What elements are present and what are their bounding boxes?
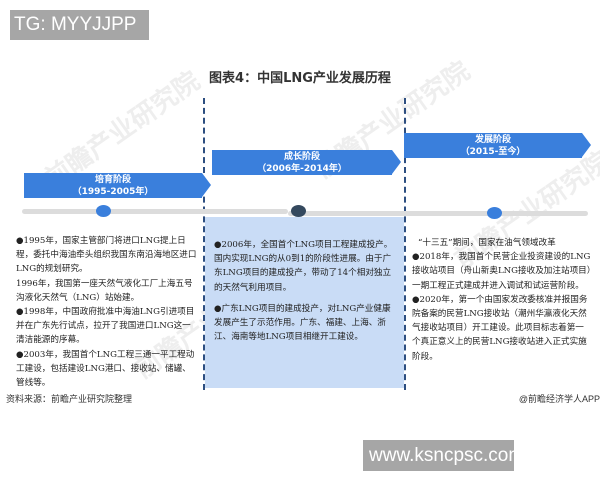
timeline-dot-cultivation — [96, 205, 111, 217]
stage-name: 成长阶段 — [283, 152, 320, 162]
stage-banner-development: 发展阶段 （2015-至今） — [404, 133, 591, 158]
stage-period: （1995-2005年） — [72, 187, 154, 197]
event-item: ●广东LNG项目的建成投产，对LNG产业健康发展产生了示范作用。广东、福建、上海… — [214, 303, 391, 343]
event-item: ●2020年，第一个由国家发改委核准并报国务院备案的民营LNG接收站（潮州华瀛液… — [412, 294, 588, 362]
growth-stage-panel — [205, 217, 404, 388]
event-item: ●1995年，国家主管部门将进口LNG提上日程，委托中海油牵头组织我国东南沿海地… — [16, 236, 197, 275]
event-item: ●1998年，中国政府批准中海油LNG引进项目并在广东先行试点，拉开了我国进口L… — [16, 307, 195, 346]
stage-period: （2006年-2014年） — [257, 164, 347, 174]
event-item: ●2003年，我国首个LNG工程三通一平工程动工建设，包括建设LNG港口、接收站… — [16, 349, 195, 389]
event-item: “十三五”期间，国家在油气领域改革 — [418, 238, 556, 248]
timeline-track — [22, 209, 288, 214]
stage-name: 发展阶段 — [474, 135, 511, 145]
stage-banner-cultivation: 培育阶段 （1995-2005年） — [24, 173, 211, 198]
timeline-track — [288, 211, 588, 216]
event-item: ●2006年，全国首个LNG项目工程建成投产。国内实现LNG的从0到1的阶段性进… — [214, 240, 393, 293]
timeline-dot-growth — [291, 205, 306, 217]
chart-title: 图表4：中国LNG产业发展历程 — [209, 71, 391, 86]
stage-name: 培育阶段 — [94, 175, 131, 185]
stage-banner-growth: 成长阶段 （2006年-2014年） — [212, 150, 401, 175]
watermark-label-top: TG: MYYJJPP — [10, 10, 149, 40]
timeline-dot-development — [487, 207, 502, 219]
stage-description-growth: ●2006年，全国首个LNG项目工程建成投产。国内实现LNG的从0到1的阶段性进… — [214, 238, 394, 344]
event-item: 1996年，我国第一座天然气液化工厂上海五号沟液化天然气（LNG）站始建。 — [16, 278, 193, 303]
stage-period: （2015-至今） — [460, 147, 526, 157]
source-note: 资料来源：前瞻产业研究院整理 — [6, 395, 133, 405]
stage-description-development: “十三五”期间，国家在油气领域改革 ●2018年，我国首个民营企业投资建设的LN… — [412, 236, 592, 364]
credit-note: @前瞻经济学人APP — [518, 394, 600, 404]
stage-divider-right — [404, 98, 406, 390]
event-item: ●2018年，我国首个民营企业投资建设的LNG接收站项目（舟山新奥LNG接收及加… — [412, 252, 592, 291]
stage-divider-left — [203, 98, 205, 390]
stage-description-cultivation: ●1995年，国家主管部门将进口LNG提上日程，委托中海油牵头组织我国东南沿海地… — [16, 234, 198, 390]
watermark-label-bottom: www.ksncpsc.com — [363, 440, 524, 471]
